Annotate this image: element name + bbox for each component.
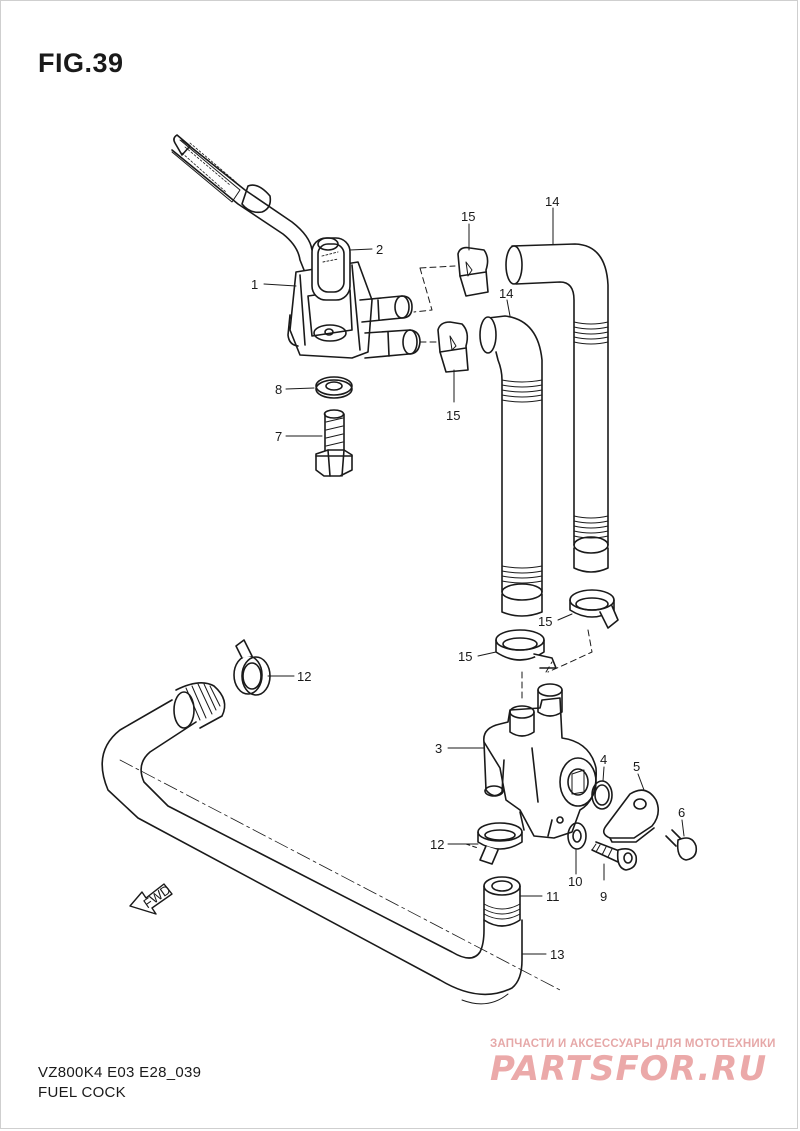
- part-7-bolt: [315, 409, 353, 477]
- callout-15-right: 15: [538, 614, 552, 629]
- part-14-hose-right: [505, 243, 609, 573]
- part-6-screw: [665, 829, 698, 861]
- part-5-plate: [602, 789, 660, 843]
- part-9-screw: [591, 841, 638, 871]
- model-code: VZ800K4 E03 E28_039: [38, 1064, 202, 1081]
- callout-5: 5: [633, 759, 640, 774]
- callout-6: 6: [678, 805, 685, 820]
- fwd-arrow: FWD: [129, 882, 173, 915]
- part-11-hose-joint: [483, 876, 521, 927]
- part-15-lower-clamp-right: [569, 589, 619, 629]
- part-3-vacuum-fuel-cock: [483, 683, 597, 839]
- watermark-tagline: ЗАПЧАСТИ И АКСЕССУАРЫ ДЛЯ МОТОТЕХНИКИ: [490, 1038, 776, 1050]
- watermark-logo: PARTSFOR.RU: [490, 1049, 768, 1089]
- figure-title: FIG.39: [38, 48, 124, 78]
- part-13-fuel-hose: [101, 682, 561, 1005]
- callout-7: 7: [275, 429, 282, 444]
- part-14-hose-left: [479, 315, 543, 617]
- part-12-clamp-lower: [477, 822, 523, 865]
- callout-8: 8: [275, 382, 282, 397]
- callout-14-right: 14: [545, 194, 559, 209]
- callout-12-lower: 12: [430, 837, 444, 852]
- callout-9: 9: [600, 889, 607, 904]
- part-2-fuel-filter-tube: [171, 134, 351, 301]
- callout-1: 1: [251, 277, 258, 292]
- leader-lines: [263, 207, 685, 955]
- fwd-arrow-text: FWD: [140, 882, 173, 911]
- part-1-fuel-cock-body: [287, 261, 421, 359]
- callout-14-left: 14: [499, 286, 513, 301]
- callout-12-upper: 12: [297, 669, 311, 684]
- callout-10: 10: [568, 874, 582, 889]
- part-10-washer: [567, 822, 587, 850]
- callout-15-upper: 15: [446, 408, 460, 423]
- callout-15-left: 15: [458, 649, 472, 664]
- part-4-o-ring: [591, 780, 613, 810]
- callout-15-top: 15: [461, 209, 475, 224]
- callout-2: 2: [376, 242, 383, 257]
- part-8-washer: [315, 376, 353, 399]
- part-12-clamp-upper: [233, 639, 271, 696]
- part-name: FUEL COCK: [38, 1084, 126, 1101]
- callout-13: 13: [550, 947, 564, 962]
- part-15-upper-clamp-top: [457, 246, 489, 297]
- part-15-upper-clamp-bottom: [437, 321, 469, 373]
- callout-11: 11: [546, 889, 560, 904]
- callout-4: 4: [600, 752, 607, 767]
- part-15-lower-clamp-left: [495, 629, 557, 669]
- callout-3: 3: [435, 741, 442, 756]
